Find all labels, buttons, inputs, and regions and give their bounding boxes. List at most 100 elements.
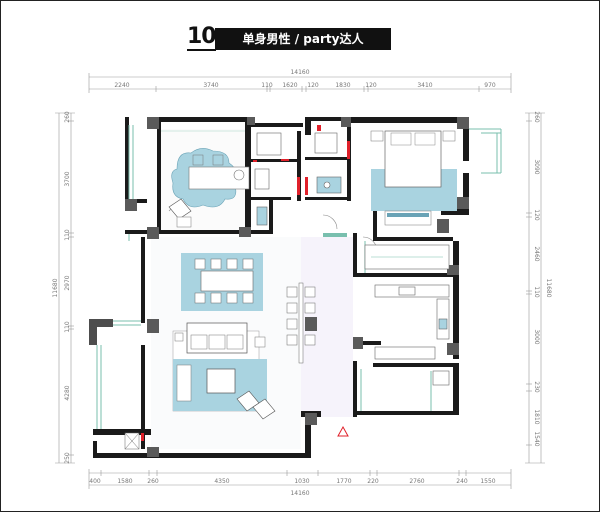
door-mark (141, 433, 144, 441)
dim-left-seg: 4280 (64, 385, 71, 400)
dim-bottom-seg: 260 (147, 478, 159, 485)
wardrobe-rail (387, 213, 429, 217)
bar-stool (286, 286, 298, 298)
dimension-ticks (55, 73, 545, 489)
dim-right-seg: 3090 (533, 159, 540, 174)
dim-top-total: 14160 (290, 69, 309, 76)
dim-bottom-seg: 220 (367, 478, 379, 485)
entry-threshold (323, 233, 347, 237)
bar-stool (304, 302, 316, 314)
dim-left: 11680 260 3700 110 2970 110 4280 250 (52, 111, 71, 464)
dim-right-seg: 230 (533, 381, 540, 393)
wall (147, 117, 245, 122)
dim-left-seg: 260 (64, 111, 71, 123)
wall (141, 345, 145, 449)
wall (463, 173, 469, 211)
dim-right-total: 11680 (545, 278, 552, 297)
bar-stool (304, 334, 316, 346)
wall (93, 429, 151, 435)
shower-area (314, 132, 338, 154)
dim-top-seg: 970 (484, 82, 496, 89)
column (89, 319, 113, 327)
dim-bottom-seg: 400 (89, 478, 101, 485)
wall (353, 273, 457, 277)
wall (93, 441, 97, 457)
wall (297, 131, 301, 201)
dimension-lines (58, 76, 542, 486)
dim-right-seg: 2460 (533, 246, 540, 261)
dining-chair (210, 258, 222, 270)
dim-left-seg: 110 (64, 229, 71, 241)
wall (93, 453, 311, 458)
pillow (414, 132, 436, 146)
wall (361, 341, 381, 345)
dim-bottom-seg: 2760 (409, 478, 424, 485)
study-chair (212, 154, 224, 166)
kitchen-sink (438, 318, 448, 330)
dim-left-seg: 2970 (64, 275, 71, 290)
dim-top-seg: 3410 (417, 82, 432, 89)
column (147, 319, 159, 333)
dim-bottom-segments: 400 1580 260 4350 1030 1770 220 2760 240… (89, 478, 496, 485)
study-chair (192, 154, 204, 166)
balcony-storage (124, 432, 140, 450)
nightstand (370, 130, 384, 142)
dim-right-seg: 3000 (533, 329, 540, 344)
dim-left-seg: 250 (64, 452, 71, 464)
bar-seating (286, 233, 347, 364)
wall (305, 157, 351, 160)
balcony-column (89, 319, 113, 345)
wall (353, 233, 357, 273)
column (147, 447, 159, 457)
wall (157, 122, 161, 232)
dim-right: 11680 260 3090 120 2460 110 3000 230 181… (533, 111, 552, 447)
door-mark (253, 160, 257, 162)
wall (251, 159, 297, 162)
study-desk (188, 166, 250, 190)
column (239, 227, 251, 237)
bedroom (370, 130, 457, 226)
shower-area (256, 132, 282, 156)
wall (305, 197, 351, 200)
wall (311, 117, 347, 121)
wall (305, 117, 311, 135)
dim-bottom-seg: 1550 (480, 478, 495, 485)
bar-counter (298, 282, 304, 364)
wall (251, 197, 291, 200)
column (341, 117, 351, 127)
dim-bottom-seg: 4350 (214, 478, 229, 485)
column (353, 337, 363, 349)
dining-chair (226, 292, 238, 304)
sofa-cushion (190, 334, 208, 350)
wall (251, 230, 273, 234)
wall (347, 121, 351, 201)
dining-chair (194, 292, 206, 304)
dim-top-segments: 2240 3740 110 1620 120 1830 120 3410 970 (114, 82, 496, 89)
sofa-cushion (226, 334, 244, 350)
wall (269, 200, 273, 234)
door-mark (317, 125, 321, 131)
sofa-cushion (208, 334, 226, 350)
dim-right-seg: 1540 (533, 431, 540, 446)
wall (347, 117, 465, 123)
column (305, 413, 317, 425)
pillow (390, 132, 412, 146)
dim-bottom-seg: 1030 (294, 478, 309, 485)
column (447, 343, 459, 355)
wall (453, 241, 459, 277)
bar-stool (304, 286, 316, 298)
bath-fixtures (254, 132, 342, 226)
bar-stool (286, 334, 298, 346)
wall (125, 117, 129, 199)
column (447, 265, 459, 275)
column (247, 117, 255, 125)
end-table (174, 332, 184, 342)
door-mark (281, 159, 289, 161)
dim-top-seg: 1830 (335, 82, 350, 89)
wall (353, 361, 357, 417)
wall (305, 417, 311, 457)
dining-chair (210, 292, 222, 304)
dim-right-seg: 1810 (533, 409, 540, 424)
columns (125, 117, 469, 457)
